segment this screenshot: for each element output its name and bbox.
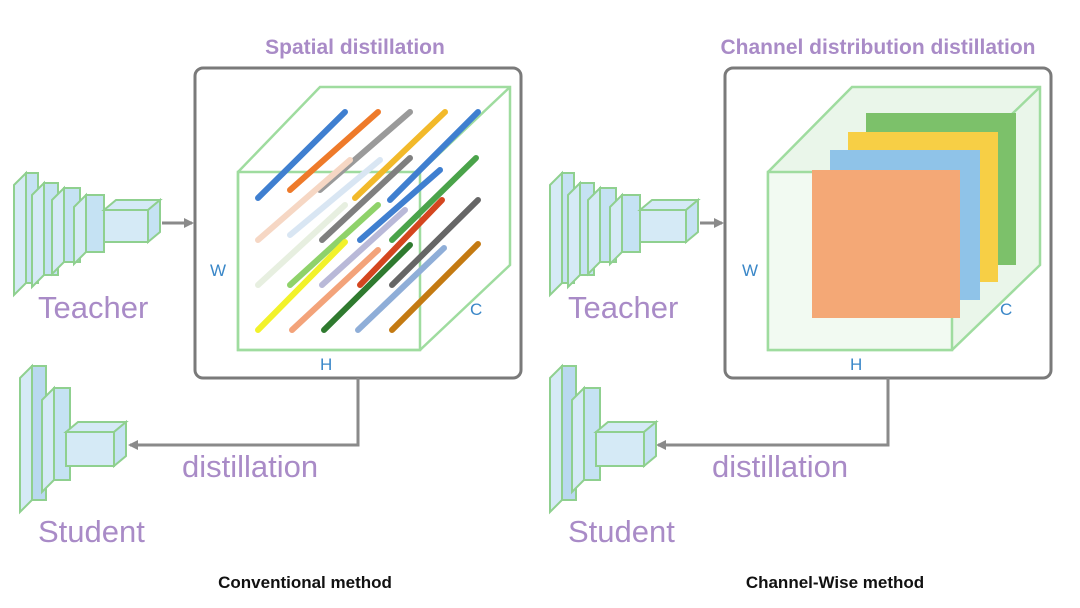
- distillation-arrow: [128, 378, 360, 450]
- stripe: [357, 197, 445, 288]
- left-teacher-network: [13, 170, 163, 298]
- stripe: [255, 239, 348, 333]
- stripe: [287, 109, 381, 193]
- channel-planes: [812, 113, 1016, 318]
- stripe: [389, 155, 479, 243]
- left-distillation-label: distillation: [182, 449, 318, 484]
- teacher-layer: [101, 197, 163, 245]
- left-axis-c: C: [470, 300, 482, 319]
- right-panel-title: Channel distribution distillation: [721, 36, 1036, 59]
- left-axis-w: W: [210, 261, 226, 280]
- left-caption: Conventional method: [218, 573, 392, 592]
- stripe: [287, 157, 383, 238]
- student-layer: [63, 419, 129, 469]
- teacher-layer: [637, 197, 701, 245]
- right-teacher-label: Teacher: [568, 290, 678, 325]
- right-teacher-network: [549, 170, 701, 298]
- left-teacher-label: Teacher: [38, 290, 148, 325]
- stripe: [355, 245, 447, 333]
- right-distillation-label: distillation: [712, 449, 848, 484]
- distillation-arrow: [656, 378, 890, 450]
- stripe: [357, 167, 443, 243]
- stripe: [389, 197, 481, 288]
- stripe: [321, 242, 413, 333]
- left-student-network: [19, 363, 129, 515]
- stripe: [352, 109, 448, 201]
- stripe: [389, 241, 481, 333]
- right-student-network: [549, 363, 659, 515]
- channel-plane-orange: [812, 170, 960, 318]
- left-panel-title: Spatial distillation: [265, 36, 445, 59]
- stripe: [287, 202, 381, 288]
- stripe: [387, 109, 481, 203]
- stripe: [319, 155, 413, 243]
- stripe: [289, 247, 381, 333]
- left-panel: Spatial distillation: [13, 36, 523, 592]
- right-panel: Channel distribution distillation: [549, 36, 1053, 592]
- left-axis-h: H: [320, 355, 332, 374]
- right-caption: Channel-Wise method: [746, 573, 924, 592]
- right-student-label: Student: [568, 514, 675, 549]
- teacher-layer: [609, 192, 641, 267]
- left-student-label: Student: [38, 514, 145, 549]
- stripe: [255, 157, 353, 243]
- right-axis-w: W: [742, 261, 758, 280]
- spatial-stripes: [255, 109, 481, 333]
- student-layer: [593, 419, 659, 469]
- right-axis-c: C: [1000, 300, 1012, 319]
- stripe: [255, 109, 348, 201]
- stripe: [319, 207, 408, 288]
- right-axis-h: H: [850, 355, 862, 374]
- stripe: [255, 202, 348, 288]
- teacher-layer: [73, 192, 105, 267]
